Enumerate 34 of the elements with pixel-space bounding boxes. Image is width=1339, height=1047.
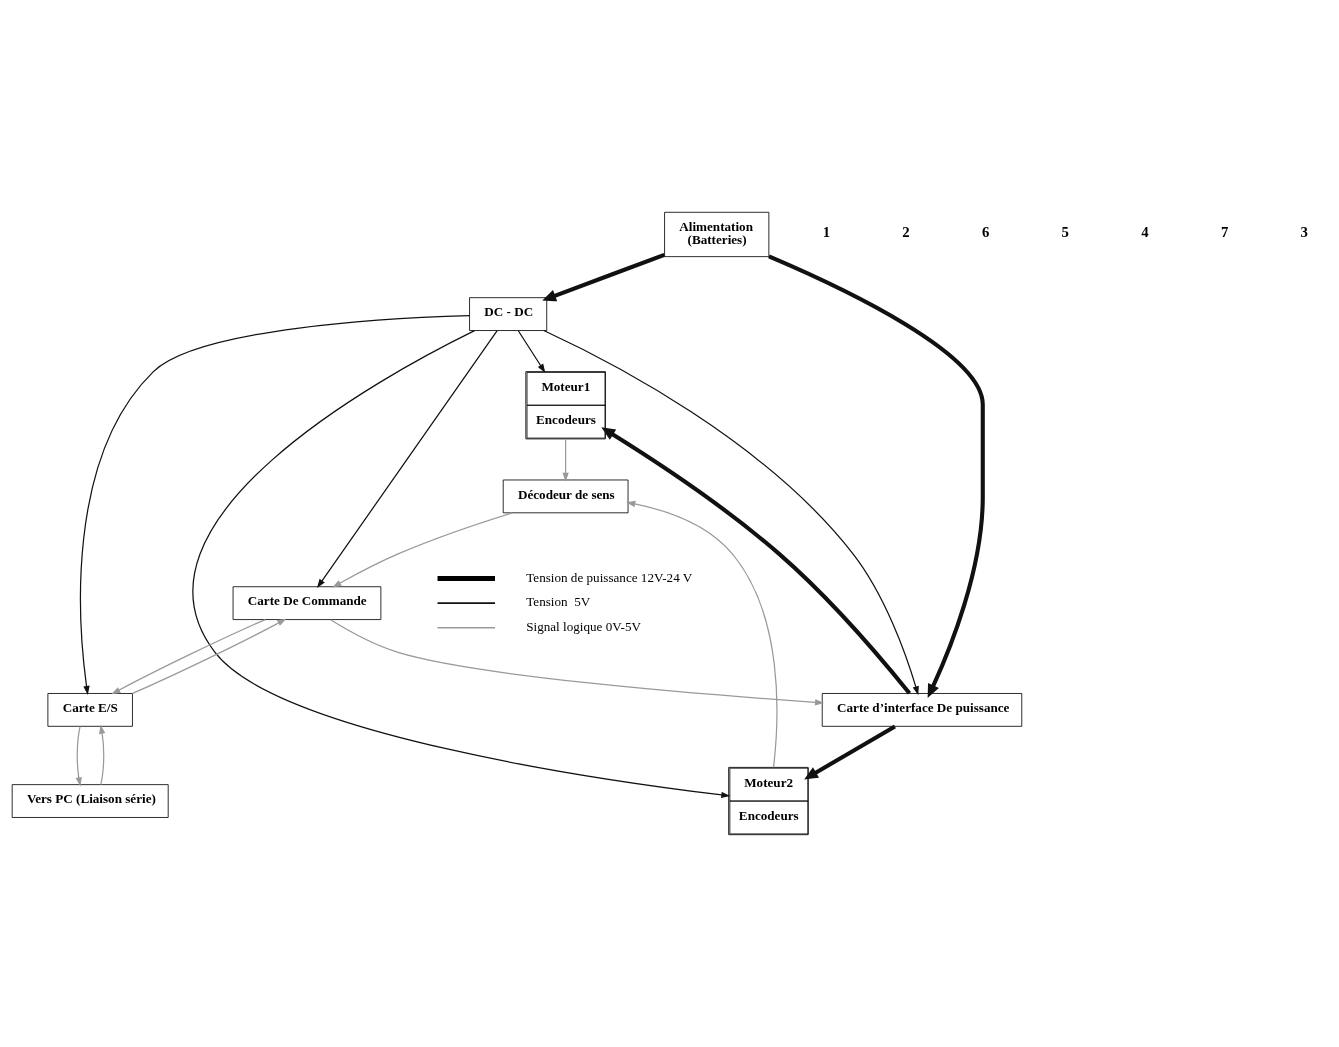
label: 2 [902, 224, 910, 241]
arrow [332, 512, 513, 588]
arrow [192, 330, 731, 799]
arrow [75, 725, 82, 787]
node-box: Carte d’interface De puissance [821, 693, 1023, 727]
label: 1 [822, 224, 831, 241]
arrow [542, 252, 666, 302]
node-box: Carte E/S [47, 693, 133, 727]
arrow [768, 254, 985, 698]
label: 5 [1061, 224, 1069, 241]
arrow [99, 724, 106, 786]
arrow [517, 330, 546, 373]
arrow [562, 438, 569, 482]
node-box: Décodeur de sens [502, 479, 629, 514]
arrow [131, 618, 287, 694]
node-box: DC - DC [469, 297, 548, 331]
arrow [543, 329, 919, 696]
legend-label: Tension de puissance 12V-24 V [526, 569, 693, 585]
arrow [804, 724, 896, 780]
node-box: Alimentation (Batteries) [664, 211, 770, 258]
arrow [111, 618, 266, 695]
arrow [626, 500, 778, 768]
label: 6 [981, 224, 990, 241]
label: 4 [1141, 224, 1149, 241]
label: 7 [1220, 224, 1229, 241]
arrow [79, 315, 471, 695]
legend-label: Signal logique 0V-5V [526, 618, 641, 634]
label: 3 [1300, 224, 1308, 241]
arrow [330, 619, 825, 706]
node-box: Vers PC (Liaison série) [11, 784, 169, 818]
legend-label: Tension 5V [526, 594, 591, 610]
node-box: Carte De Commande [232, 586, 382, 620]
arrow [317, 329, 498, 588]
arrow [601, 427, 912, 695]
